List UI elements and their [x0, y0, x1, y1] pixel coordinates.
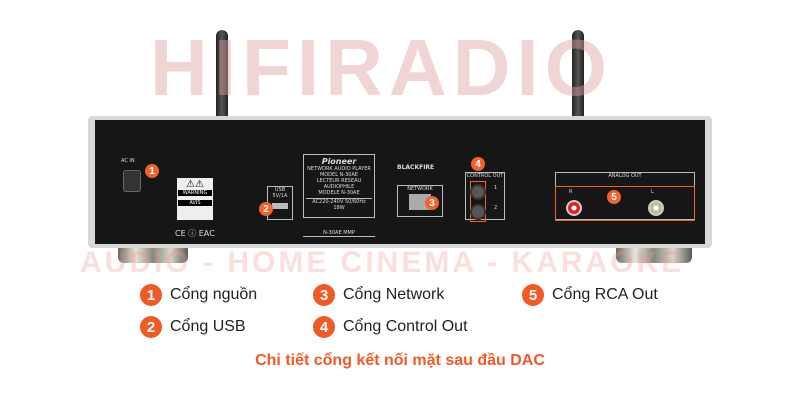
antenna-left [216, 30, 228, 130]
legend-item-4: 4 Cổng Control Out [313, 316, 468, 338]
legend-item-2: 2 Cổng USB [140, 316, 246, 338]
analog-out-label: ANALOG OUT [608, 173, 642, 179]
marker-4: 4 [471, 157, 485, 171]
label-line: LECTEUR RESEAU AUDIOPHILE [316, 178, 362, 190]
marker-3: 3 [425, 196, 439, 210]
usb-rating: 5V/1A [272, 193, 288, 199]
legend-label: Cổng RCA Out [552, 286, 658, 303]
usb-port [272, 203, 288, 209]
control-1-label: 1 [494, 185, 498, 191]
marker-5: 5 [607, 190, 621, 204]
rca-jack-r [566, 200, 582, 216]
antenna-right [572, 30, 584, 130]
legend-item-5: 5 Cổng RCA Out [522, 284, 658, 306]
legend-item-1: 1 Cổng nguồn [140, 284, 257, 306]
ac-in-label: AC IN [121, 158, 135, 164]
l-label: L [651, 189, 654, 195]
r-label: R [569, 189, 573, 195]
rear-panel: AC IN 1 ⚠⚠ WARNING AVIS USB 5V/1A 2 CE ⓘ… [95, 120, 705, 244]
model-tag: N-30AE MMP [303, 230, 375, 237]
legend-number: 1 [140, 284, 162, 306]
legend-number: 3 [313, 284, 335, 306]
caption: Chi tiết cổng kết nối mặt sau đầu DAC [255, 352, 545, 369]
watermark-tagline: AUDIO - HOME CINEMA - KARAOKE [80, 246, 685, 279]
ac-inlet [123, 170, 141, 192]
control-out-highlight [470, 181, 486, 222]
rca-jack-l [648, 200, 664, 216]
legend-label: Cổng nguồn [170, 286, 258, 303]
legend-number: 5 [522, 284, 544, 306]
label-line: MODELE N-30AE [318, 190, 360, 196]
avis-label: AVIS [178, 200, 212, 206]
legend-label: Cổng Control Out [343, 318, 468, 335]
network-label: NETWORK [407, 186, 433, 192]
legend-label: Cổng Network [343, 286, 445, 303]
label-line: NETWORK AUDIO PLAYER [307, 166, 371, 172]
legend-label: Cổng USB [170, 318, 246, 335]
watermark-logo: HIFIRADIO [150, 23, 613, 112]
label-line: MODEL N-30AE [319, 172, 359, 178]
power-rating: AC220-240V 50/60Hz 18W [306, 198, 372, 211]
marker-1: 1 [145, 164, 159, 178]
control-jack-1 [470, 184, 486, 200]
foot-right [616, 243, 692, 263]
control-jack-2 [470, 204, 486, 220]
analog-out-highlight [555, 186, 695, 221]
brand-logo: Pioneer [321, 157, 357, 166]
legend-item-3: 3 Cổng Network [313, 284, 444, 306]
usb-label: USB [274, 187, 286, 193]
warning-label: WARNING [178, 190, 212, 196]
marker-2: 2 [259, 202, 273, 216]
cert-marks: CE ⓘ EAC [175, 229, 215, 238]
legend-number: 4 [313, 316, 335, 338]
blackfire-logo: BLACKFIRE [397, 164, 435, 171]
legend-number: 2 [140, 316, 162, 338]
control-2-label: 2 [494, 205, 498, 211]
foot-left [118, 243, 188, 263]
control-out-label: CONTROL OUT [466, 173, 504, 179]
